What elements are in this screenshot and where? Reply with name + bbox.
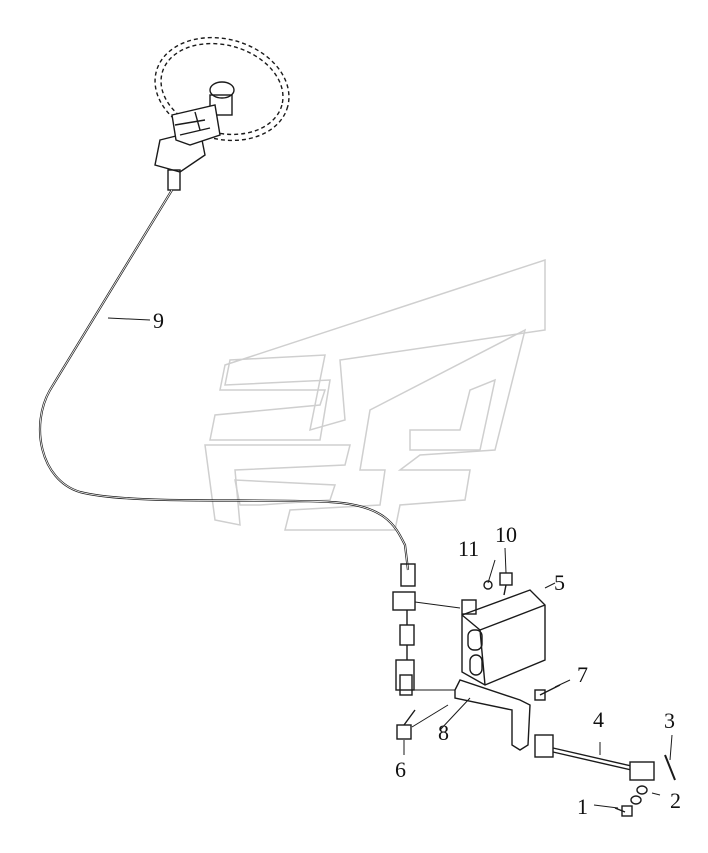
control-box-5 <box>461 589 546 686</box>
bolt-1 <box>614 805 633 817</box>
callout-6: 6 <box>395 757 406 782</box>
steering-wheel <box>154 36 290 142</box>
bolt-7 <box>534 684 561 701</box>
bracket-8 <box>454 679 531 751</box>
callout-5: 5 <box>554 570 565 595</box>
callout-3: 3 <box>664 708 675 733</box>
callout-1: 1 <box>577 794 588 819</box>
bolt-6 <box>396 709 416 740</box>
column-knob <box>209 81 235 99</box>
bolt-10 <box>499 572 513 596</box>
line-art <box>38 36 676 817</box>
callout-11: 11 <box>458 536 480 561</box>
leader-lines <box>107 317 673 809</box>
callout-2: 2 <box>670 788 681 813</box>
washer-11 <box>483 580 493 590</box>
callout-9: 9 <box>153 308 164 333</box>
callout-4: 4 <box>593 707 604 732</box>
callout-8: 8 <box>438 720 449 745</box>
cable-9 <box>38 189 410 571</box>
part-2 <box>636 785 648 795</box>
callout-10: 10 <box>495 522 517 547</box>
watermark-logo <box>204 258 546 531</box>
callout-7: 7 <box>577 662 588 687</box>
